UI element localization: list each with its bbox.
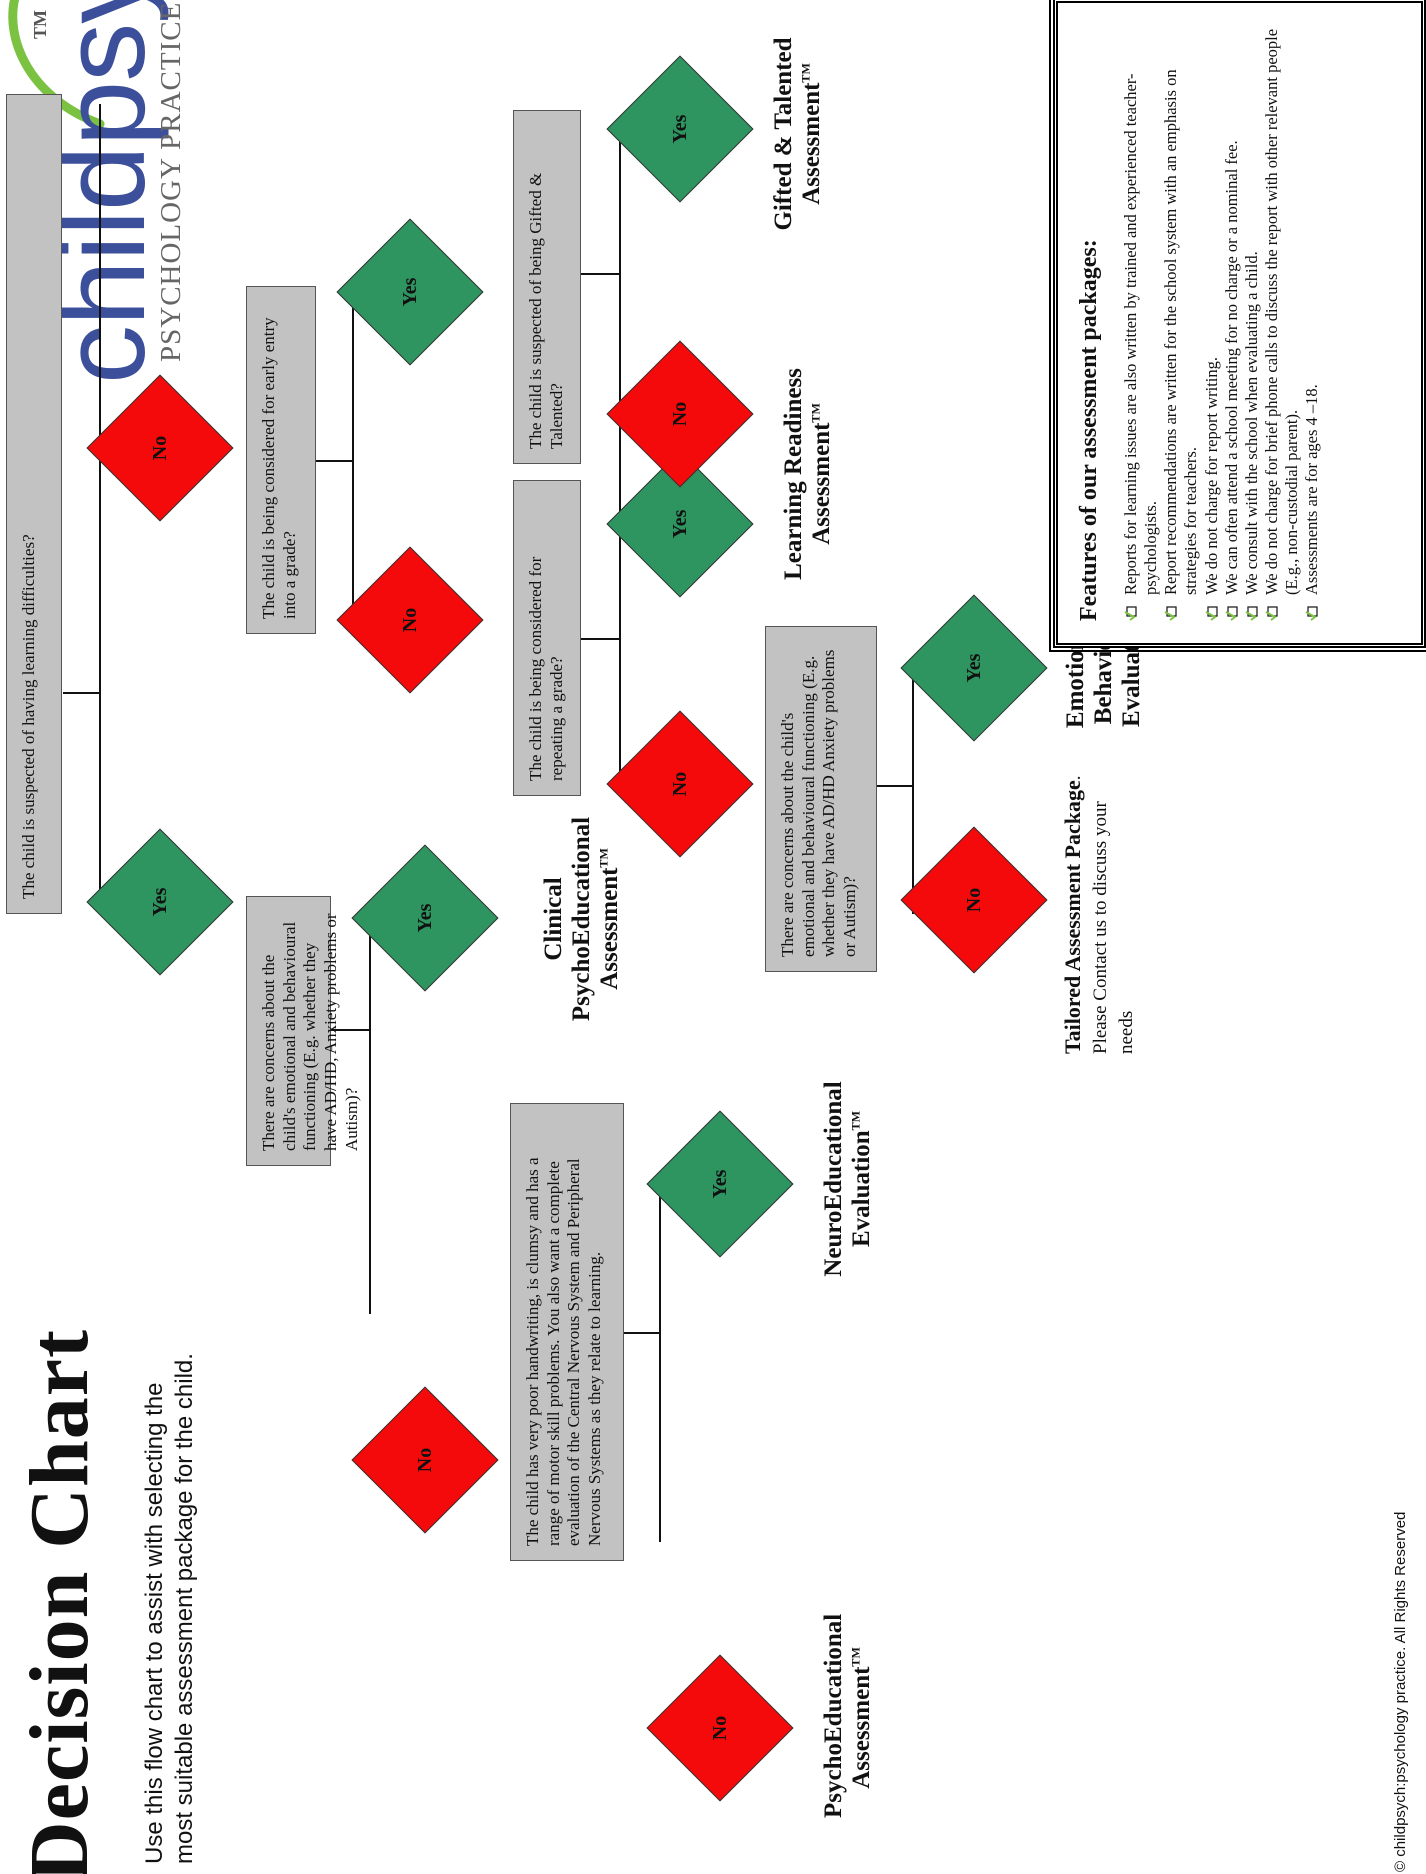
features-item: Reports for learning issues are also wri…	[1121, 23, 1161, 621]
checkbox-bullet-icon	[1305, 606, 1318, 621]
question-q1: The child is suspected of having learnin…	[6, 94, 62, 914]
features-item: Assessments are for ages 4 –18.	[1302, 23, 1322, 621]
logo-swoosh-icon	[8, 0, 105, 129]
features-list: Reports for learning issues are also wri…	[1121, 23, 1322, 621]
checkbox-bullet-icon	[1124, 606, 1137, 621]
question-q7: There are concerns about the child's emo…	[765, 626, 877, 972]
question-q7-main: There are concerns about the child's emo…	[778, 693, 818, 957]
question-q6: The child is suspected of being Gifted &…	[513, 110, 581, 464]
features-item: We consult with the school when evaluati…	[1242, 23, 1262, 621]
question-q5: The child is being considered for repeat…	[513, 480, 581, 796]
features-item: Report recommendations are written for t…	[1161, 23, 1201, 621]
outcome-psychoeducational: PsychoEducational AssessmentTM	[820, 1613, 875, 1818]
checkbox-bullet-icon	[1205, 606, 1218, 621]
features-title: Features of our assessment packages:	[1076, 239, 1102, 621]
checkbox-bullet-icon	[1225, 606, 1238, 621]
checkbox-bullet-icon	[1265, 606, 1278, 621]
features-item: We can often attend a school meeting for…	[1222, 23, 1242, 621]
features-item: We do not charge for report writing.	[1202, 23, 1222, 621]
question-q4: The child is being considered for early …	[246, 286, 316, 634]
outcome-tailored: Tailored Assessment Package. Please Cont…	[1060, 775, 1137, 1054]
outcome-neuroeducational: NeuroEducational EvaluationTM	[820, 1081, 875, 1277]
features-panel: Features of our assessment packages: Rep…	[1050, 0, 1426, 655]
checkbox-bullet-icon	[1245, 606, 1258, 621]
outcome-clinical: Clinical PsychoEducational AssessmentTM	[540, 816, 623, 1022]
copyright-footer: © childpsych:psychology practice. All Ri…	[1392, 1511, 1409, 1872]
checkbox-bullet-icon	[1164, 606, 1177, 621]
question-q3: The child has very poor handwriting, is …	[510, 1103, 624, 1561]
features-item: We do not charge for brief phone calls t…	[1262, 23, 1302, 621]
question-q2: There are concerns about the child's emo…	[246, 896, 361, 1166]
outcome-gifted: Gifted & Talented AssessmentTM	[770, 37, 825, 231]
outcome-learning-readiness: Learning Readiness AssessmentTM	[780, 368, 835, 580]
